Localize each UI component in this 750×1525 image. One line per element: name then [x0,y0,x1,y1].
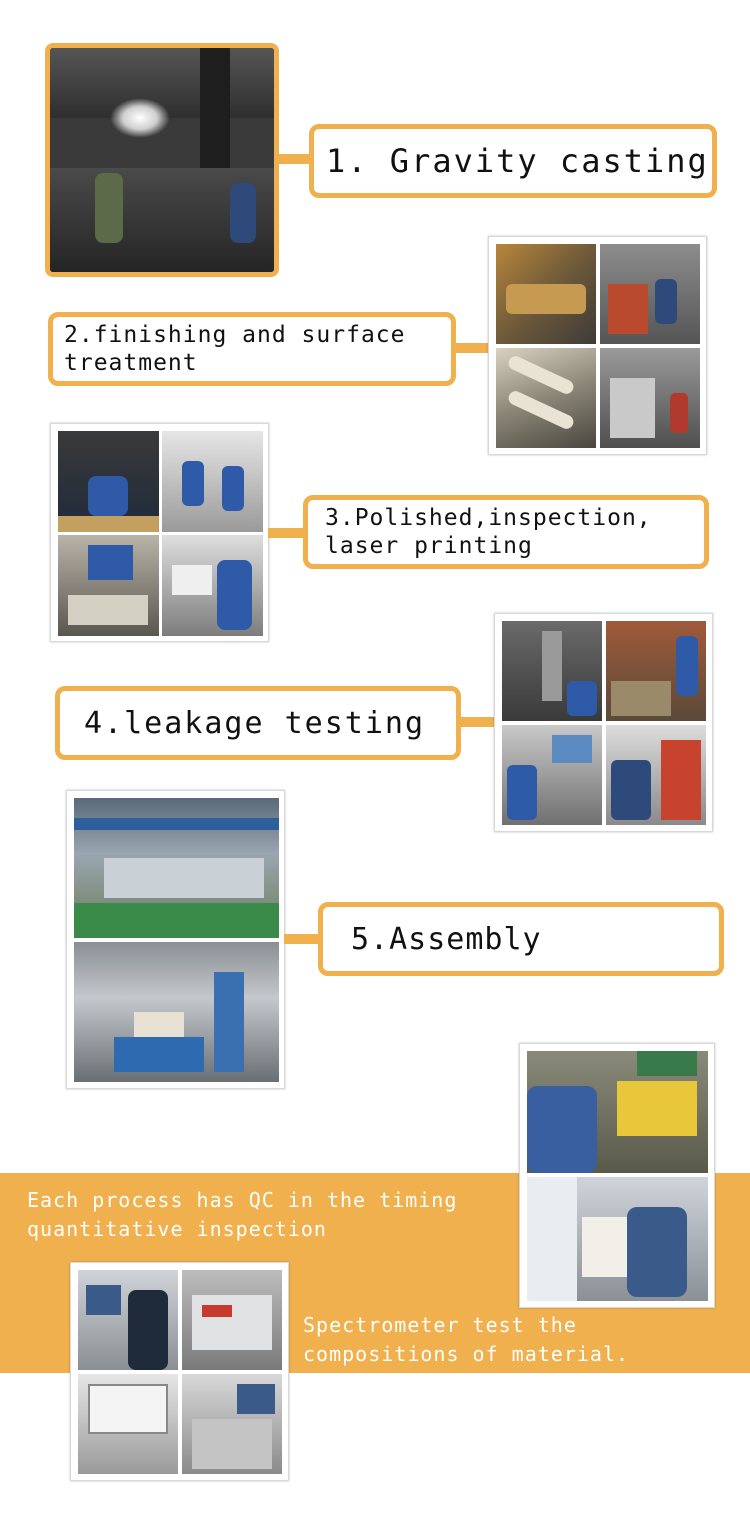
step-3-photo-d [162,535,263,636]
step-2-photo-c [496,348,596,448]
step-4-label: 4.leakage testing [84,705,426,741]
step-5-photo-b [74,942,279,1082]
step-2-photo-grid [488,236,707,455]
step-5-photo-a [74,798,279,938]
step-3-photo-grid [50,423,269,642]
step-4-photo-grid [494,613,713,832]
step-5-connector [284,934,324,944]
spectrometer-photo-grid [70,1262,289,1481]
step-1-label-box: 1. Gravity casting [309,124,717,198]
step-2-photo-d [600,348,700,448]
step-1-connector [278,154,314,164]
spectrometer-photo-d [182,1374,282,1474]
step-2-photo-b [600,244,700,344]
step-5-label-box: 5.Assembly [318,902,724,976]
step-4-photo-d [606,725,706,825]
step-4-connector [459,717,497,727]
step-3-connector [268,528,308,538]
step-5-photo-grid [66,790,285,1089]
step-3-photo-b [162,431,263,532]
step-4-photo-a [502,621,602,721]
step-1-photo [45,43,279,277]
step-4-photo-b [606,621,706,721]
qc-photo-a [527,1051,708,1173]
step-3-photo-a [58,431,159,532]
step-2-connector [454,343,494,353]
step-3-photo-c [58,535,159,636]
step-4-photo-c [502,725,602,825]
step-2-label-box: 2.finishing and surface treatment [48,312,456,386]
qc-text: Each process has QC in the timing quanti… [27,1188,458,1241]
qc-photo-b [527,1177,708,1301]
qc-photo-grid [519,1043,715,1308]
spectrometer-photo-b [182,1270,282,1370]
spectrometer-text: Spectrometer test the compositions of ma… [303,1313,630,1366]
step-5-label: 5.Assembly [351,921,542,957]
step-4-label-box: 4.leakage testing [55,686,461,760]
step-3-label: 3.Polished,inspection, laser printing [325,505,652,559]
step-2-photo-a [496,244,596,344]
step-3-label-box: 3.Polished,inspection, laser printing [303,495,709,569]
step-2-label: 2.finishing and surface treatment [64,322,406,376]
step-1-label: 1. Gravity casting [326,142,709,180]
spectrometer-photo-a [78,1270,178,1370]
spectrometer-photo-c [78,1374,178,1474]
